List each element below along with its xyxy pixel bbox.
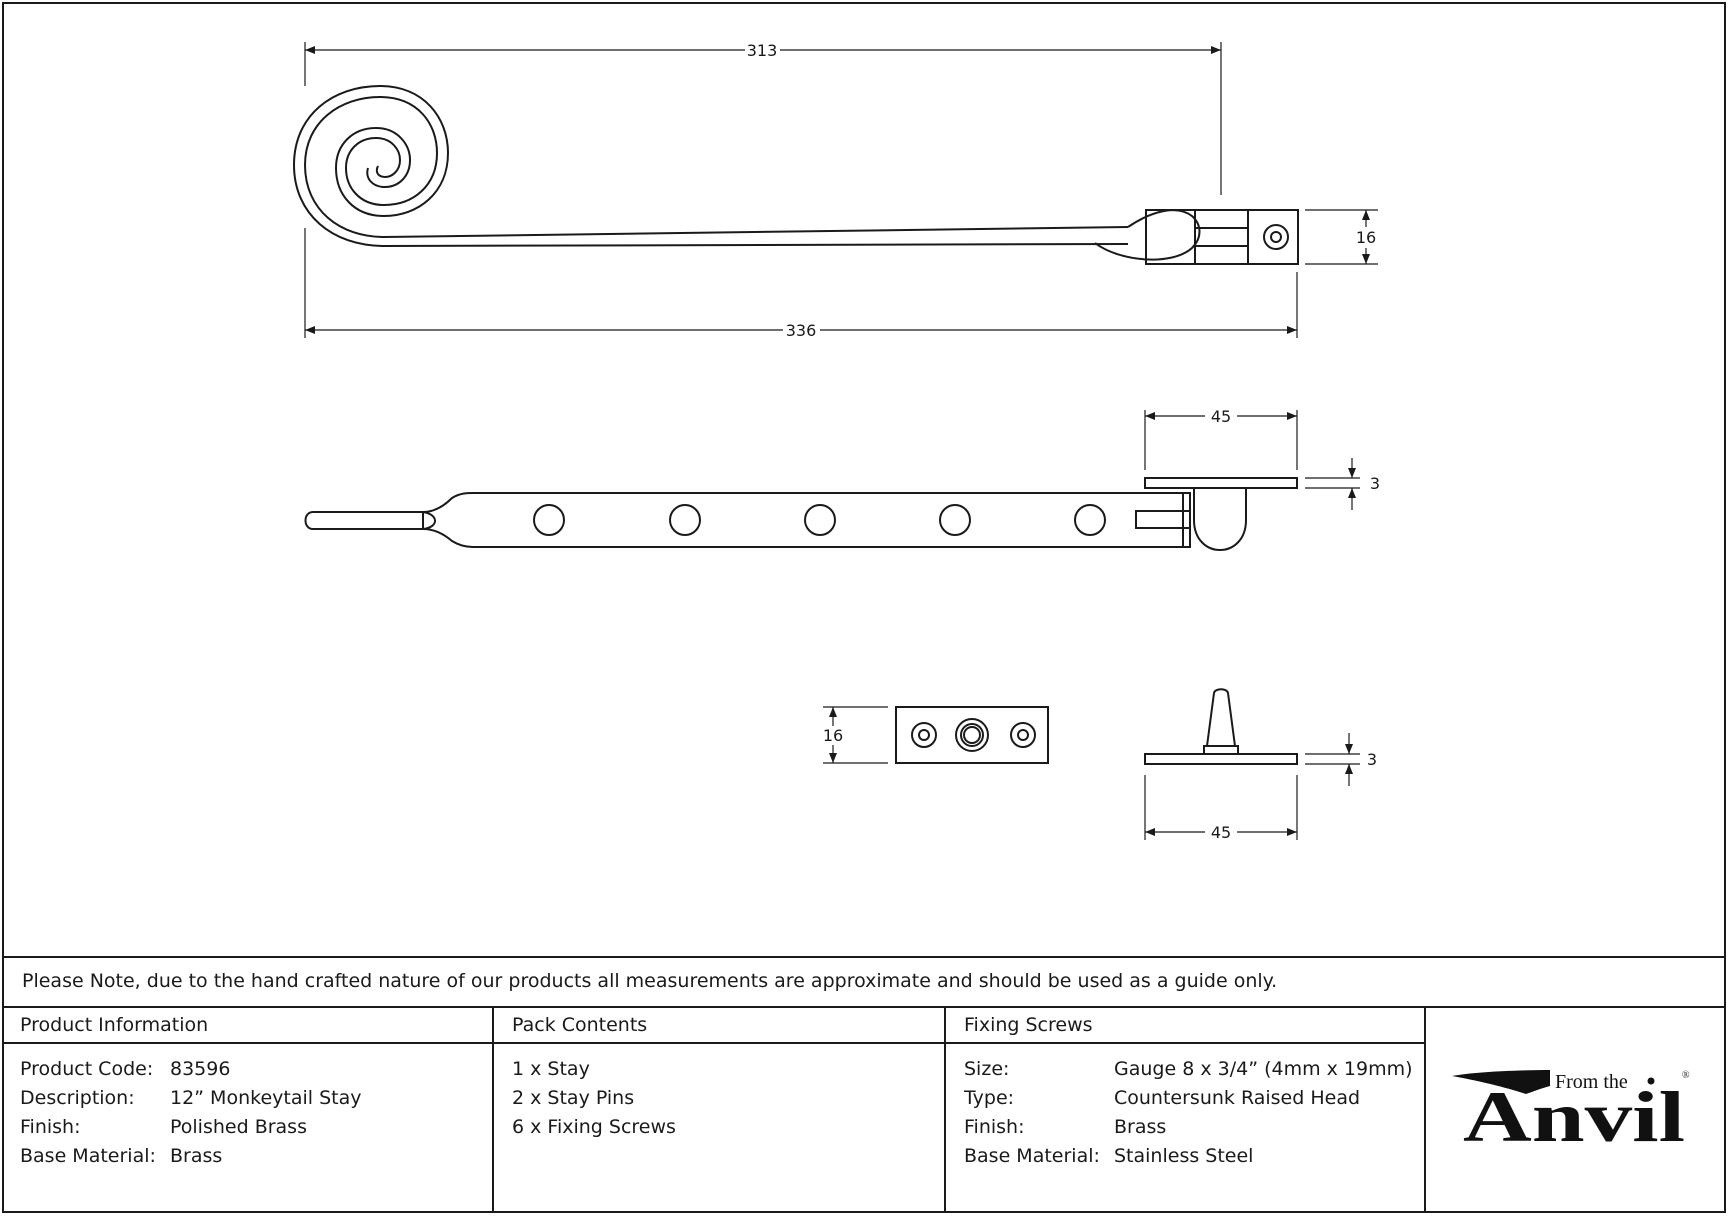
screw-value: Countersunk Raised Head (1114, 1087, 1361, 1109)
info-label: Base Material: (20, 1145, 156, 1167)
from-the-anvil-logo: From the ® Anvil (1426, 1008, 1726, 1213)
product-information-heading: Product Information (20, 1014, 209, 1036)
top-view-dimensions (304, 42, 1378, 338)
fixing-screws-header: Fixing Screws (946, 1008, 1424, 1044)
info-row: Finish: Polished Brass (20, 1116, 484, 1145)
screw-label: Type: (964, 1087, 1015, 1109)
screw-row: Size: Gauge 8 x 3/4” (4mm x 19mm) (964, 1058, 1416, 1087)
pack-contents-header: Pack Contents (494, 1008, 944, 1044)
pack-item: 2 x Stay Pins (512, 1087, 936, 1116)
technical-drawing: 313 336 16 45 3 (292, 41, 1380, 842)
dim-overall-length: 336 (786, 321, 817, 340)
product-information-panel: Product Information Product Code: 83596 D… (2, 1008, 494, 1213)
logo-anvil: Anvil (1463, 1077, 1685, 1157)
info-row: Base Material: Brass (20, 1145, 484, 1174)
fixing-screws-panel: Fixing Screws Size: Gauge 8 x 3/4” (4mm x… (946, 1008, 1426, 1213)
info-row: Product Code: 83596 (20, 1058, 484, 1087)
pack-item: 6 x Fixing Screws (512, 1116, 936, 1145)
info-value: 83596 (170, 1058, 231, 1080)
screw-label: Base Material: (964, 1145, 1100, 1167)
logo-dot (1647, 1077, 1655, 1085)
note-text: Please Note, due to the hand crafted nat… (22, 970, 1278, 992)
anvil-icon (1452, 1070, 1550, 1094)
logo-from-the: From the (1555, 1071, 1628, 1093)
pack-item-text: 2 x Stay Pins (512, 1087, 635, 1109)
pack-item-text: 1 x Stay (512, 1058, 590, 1080)
dim-bracket-height: 16 (1356, 228, 1376, 247)
info-label: Finish: (20, 1116, 81, 1138)
screw-label: Finish: (964, 1116, 1025, 1138)
info-value: Polished Brass (170, 1116, 307, 1138)
dim-pin-plate-width: 45 (1211, 823, 1231, 842)
info-label: Description: (20, 1087, 135, 1109)
dim-side-bracket-width: 45 (1211, 407, 1231, 426)
product-information-header: Product Information (2, 1008, 492, 1044)
logo-registered: ® (1682, 1070, 1690, 1081)
info-row: Description: 12” Monkeytail Stay (20, 1087, 484, 1116)
screw-label: Size: (964, 1058, 1010, 1080)
stay-top-view (292, 84, 1299, 265)
pack-contents-panel: Pack Contents 1 x Stay 2 x Stay Pins 6 x… (494, 1008, 946, 1213)
dim-pin-plate-thickness: 3 (1367, 750, 1377, 769)
info-value: 12” Monkeytail Stay (170, 1087, 362, 1109)
pin-side-dimensions (1144, 733, 1360, 840)
pin-side-view (1144, 688, 1298, 765)
side-view-dimensions (1144, 410, 1360, 510)
pack-item: 1 x Stay (512, 1058, 936, 1087)
screw-value: Gauge 8 x 3/4” (4mm x 19mm) (1114, 1058, 1413, 1080)
screw-row: Finish: Brass (964, 1116, 1416, 1145)
measurement-note: Please Note, due to the hand crafted nat… (2, 956, 1726, 1008)
dim-pin-plate-height: 16 (823, 726, 843, 745)
pack-item-text: 6 x Fixing Screws (512, 1116, 676, 1138)
info-label: Product Code: (20, 1058, 154, 1080)
fixing-screws-heading: Fixing Screws (964, 1014, 1093, 1036)
screw-value: Stainless Steel (1114, 1145, 1254, 1167)
screw-value: Brass (1114, 1116, 1167, 1138)
stay-side-view (304, 477, 1298, 551)
pack-contents-heading: Pack Contents (512, 1014, 648, 1036)
info-table: Product Information Product Code: 83596 D… (2, 1006, 1726, 1213)
screw-row: Type: Countersunk Raised Head (964, 1087, 1416, 1116)
dim-side-plate-thickness: 3 (1370, 474, 1380, 493)
pin-plate-dimensions (823, 706, 888, 764)
info-value: Brass (170, 1145, 223, 1167)
pin-plate-top-view (895, 706, 1049, 764)
dim-top-length: 313 (747, 41, 778, 60)
screw-row: Base Material: Stainless Steel (964, 1145, 1416, 1174)
